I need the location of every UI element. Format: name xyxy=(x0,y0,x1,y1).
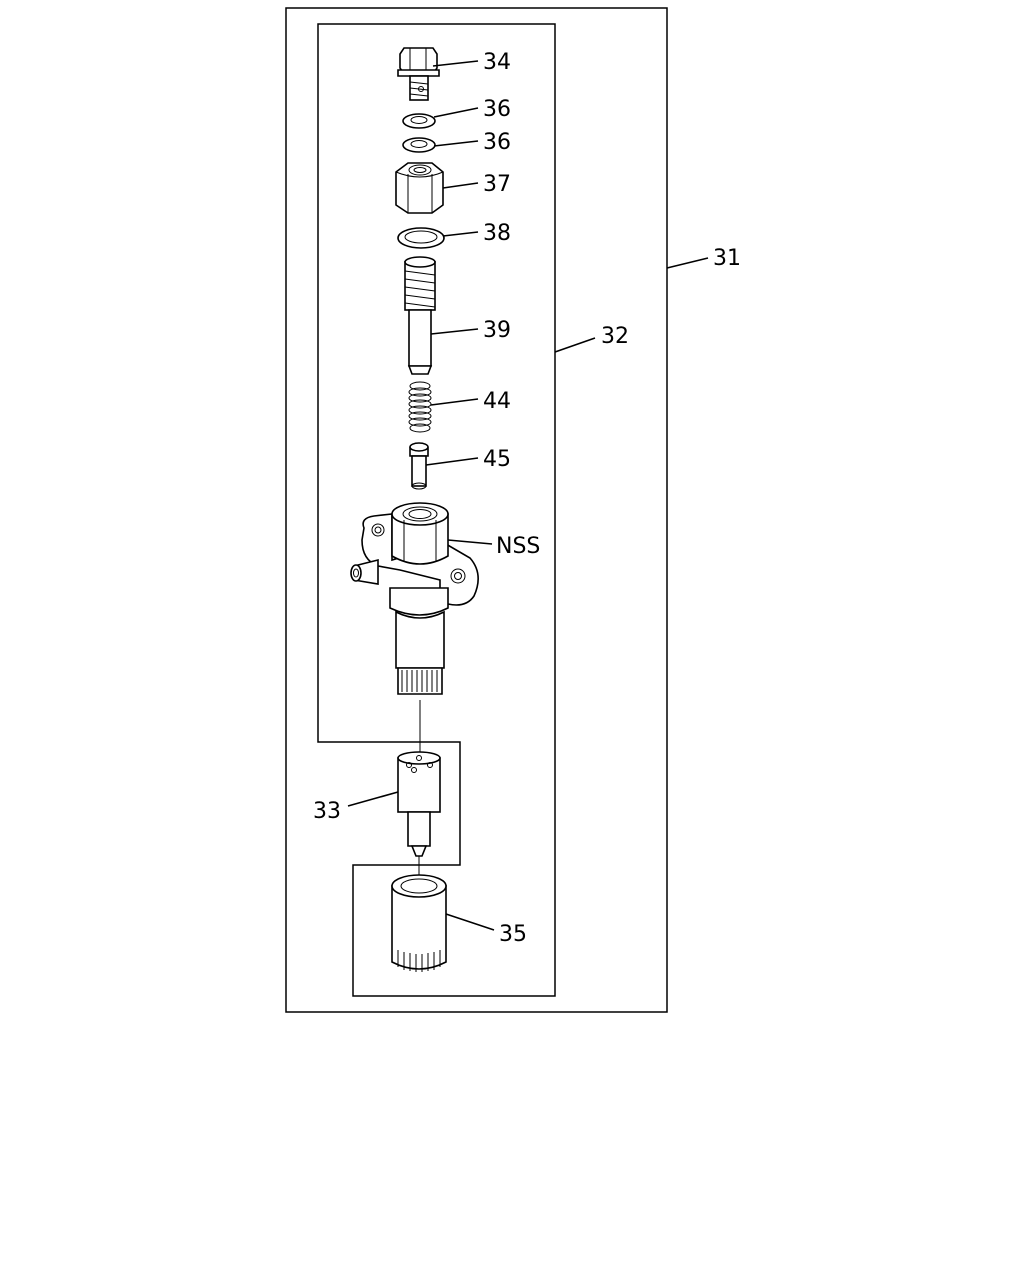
leader-nss xyxy=(447,539,493,545)
callout-33: 33 xyxy=(313,799,341,824)
part-45-pushrod xyxy=(409,442,429,490)
assembly-frame-31 xyxy=(285,7,668,1013)
leader-36b xyxy=(433,140,479,147)
callout-38: 38 xyxy=(483,221,511,246)
leader-45 xyxy=(425,457,479,466)
part-36-washer-upper xyxy=(402,113,436,129)
part-44-spring xyxy=(408,381,432,433)
leader-35 xyxy=(445,913,495,931)
part-33-nozzle xyxy=(397,751,441,857)
leader-44 xyxy=(430,398,479,406)
callout-36-lower: 36 xyxy=(483,130,511,155)
callout-37: 37 xyxy=(483,172,511,197)
part-39-pin xyxy=(404,256,436,375)
part-37-nut xyxy=(395,162,444,214)
callout-45: 45 xyxy=(483,447,511,472)
callout-35: 35 xyxy=(499,922,527,947)
callout-39: 39 xyxy=(483,318,511,343)
callout-31: 31 xyxy=(713,246,741,271)
leader-32 xyxy=(554,337,596,353)
leader-37 xyxy=(442,182,479,189)
part-35-retaining-nut xyxy=(391,874,447,972)
injector-body-nss xyxy=(350,502,479,695)
callout-nss: NSS xyxy=(496,534,540,559)
part-38-gasket xyxy=(397,227,445,249)
callout-44: 44 xyxy=(483,389,511,414)
leader-39 xyxy=(430,328,479,335)
leader-33 xyxy=(347,791,399,807)
leader-31 xyxy=(666,257,709,269)
leader-38 xyxy=(442,231,479,237)
holder-frame-32 xyxy=(317,23,556,997)
leader-34 xyxy=(432,60,479,67)
callout-36-upper: 36 xyxy=(483,97,511,122)
callout-34: 34 xyxy=(483,50,511,75)
leader-36a xyxy=(433,107,479,118)
part-36-washer-lower xyxy=(402,137,436,153)
part-34-bolt xyxy=(397,47,440,101)
callout-32: 32 xyxy=(601,324,629,349)
